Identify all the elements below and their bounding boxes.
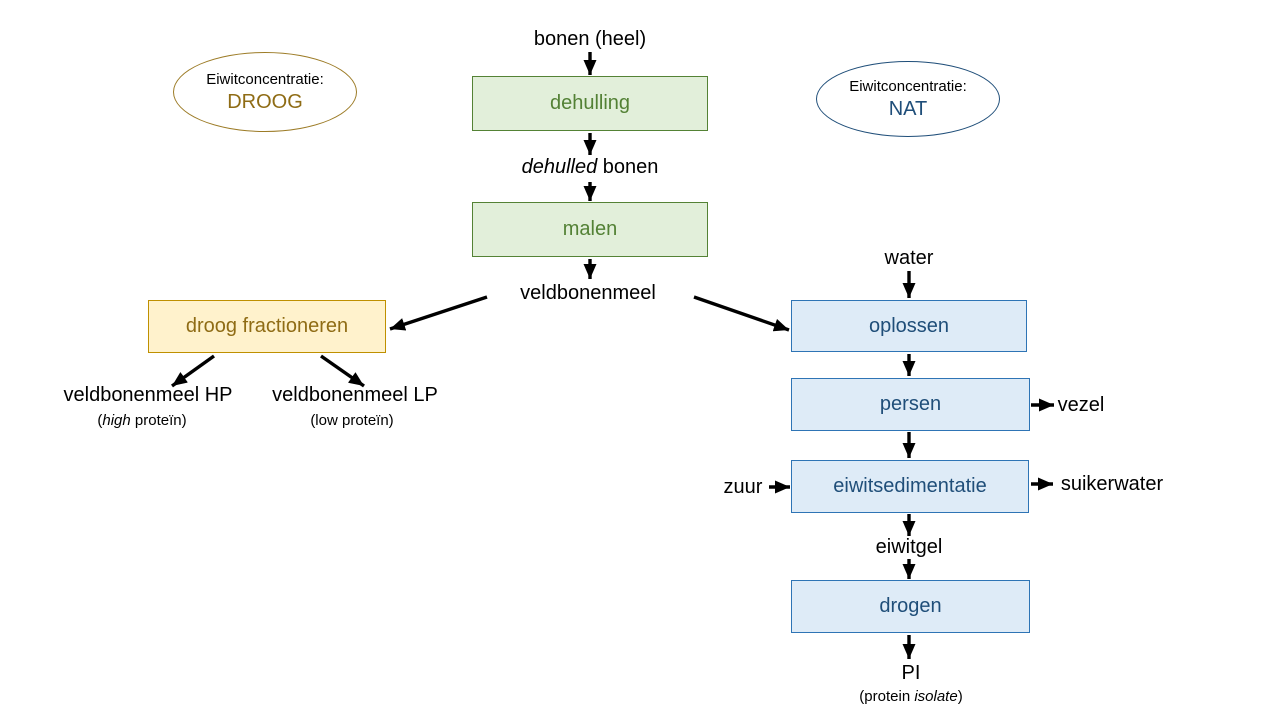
- pi-sub-pre: (protein: [859, 687, 915, 705]
- oval-droog-value: DROOG: [227, 90, 303, 113]
- pi-sub-post: ): [957, 687, 963, 705]
- hp-sub-rest: proteïn): [130, 411, 187, 429]
- node-eiwitgel: eiwitgel: [875, 536, 943, 558]
- node-water: water: [884, 247, 934, 269]
- node-dehulled-bonen: dehulled bonen: [522, 156, 659, 178]
- node-veldbonenmeel: veldbonenmeel: [520, 282, 656, 304]
- pi-sub-italic: isolate: [914, 687, 958, 705]
- arrow-droog-fractioneren-to-hp: [171, 354, 215, 388]
- node-pi-sub: (protein isolate): [859, 687, 963, 706]
- process-oplossen-label: oplossen: [868, 314, 950, 337]
- node-suikerwater: suikerwater: [1060, 473, 1164, 495]
- oval-nat-value: NAT: [888, 97, 928, 120]
- node-dehulled-bonen-rest: bonen: [597, 156, 659, 178]
- process-malen: malen: [472, 202, 708, 257]
- node-zuur: zuur: [723, 476, 763, 498]
- node-pi: PI: [901, 662, 921, 684]
- node-dehulled-bonen-italic: dehulled: [521, 156, 598, 178]
- node-vezel: vezel: [1057, 394, 1105, 416]
- process-persen: persen: [791, 378, 1030, 431]
- process-dehulling-label: dehulling: [549, 92, 631, 114]
- oval-droog-title: Eiwitconcentratie:: [206, 70, 324, 88]
- oval-eiwitconcentratie-droog: Eiwitconcentratie: DROOG: [173, 52, 357, 132]
- hp-sub-italic: high: [102, 411, 131, 429]
- arrow-droog-fractioneren-to-lp: [320, 354, 365, 388]
- hp-sub-open: (: [97, 411, 103, 429]
- node-veldbonenmeel-lp: veldbonenmeel LP: [272, 384, 438, 406]
- process-malen-label: malen: [562, 218, 618, 240]
- node-veldbonenmeel-hp: veldbonenmeel HP: [63, 384, 233, 406]
- process-droog-fractioneren-label: droog fractioneren: [185, 315, 349, 337]
- node-bonen-heel: bonen (heel): [533, 28, 647, 50]
- process-drogen-label: drogen: [879, 595, 942, 617]
- process-persen-label: persen: [879, 393, 942, 415]
- oval-eiwitconcentratie-nat: Eiwitconcentratie: NAT: [816, 61, 1000, 137]
- process-dehulling: dehulling: [472, 76, 708, 131]
- process-eiwitsedimentatie-label: eiwitsedimentatie: [833, 475, 987, 497]
- arrow-veldbonenmeel-to-oplossen: [693, 295, 790, 332]
- node-veldbonenmeel-lp-sub: (low proteïn): [310, 411, 394, 429]
- process-drogen: drogen: [791, 580, 1030, 633]
- process-oplossen: oplossen: [791, 300, 1027, 352]
- process-eiwitsedimentatie: eiwitsedimentatie: [791, 460, 1029, 513]
- process-droog-fractioneren: droog fractioneren: [148, 300, 386, 353]
- arrow-veldbonenmeel-to-droog-fractioneren: [389, 295, 488, 331]
- oval-nat-title: Eiwitconcentratie:: [849, 77, 967, 95]
- node-veldbonenmeel-hp-sub: (high proteïn): [97, 411, 187, 430]
